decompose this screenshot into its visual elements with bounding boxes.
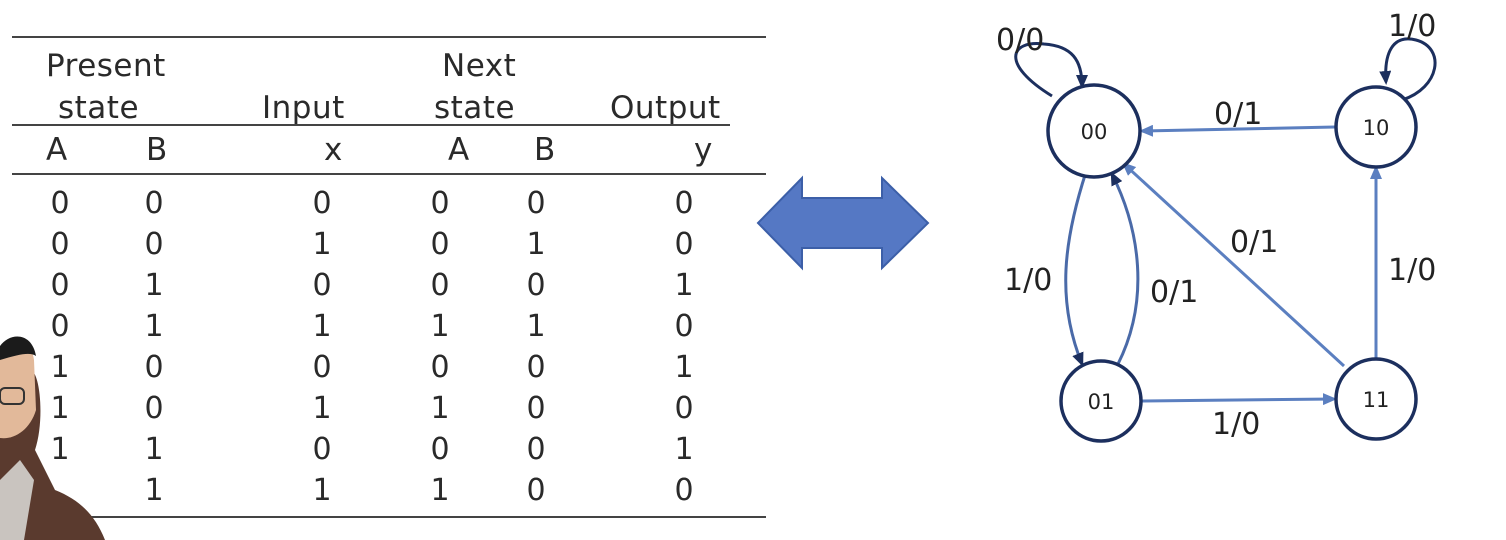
table-cell: 0: [674, 391, 694, 426]
table-cell: 0: [144, 350, 164, 385]
header-next: Next: [442, 48, 517, 84]
table-cell: 1: [312, 309, 332, 344]
table-cell: 0: [430, 432, 450, 467]
header-present-state: state: [58, 90, 140, 126]
table-cell: 1: [312, 227, 332, 262]
table-cell: 0: [50, 268, 70, 303]
edge-10-to-00: [1139, 124, 1336, 137]
table-cell: 1: [50, 391, 70, 426]
header-next-state: state: [434, 90, 516, 126]
state-label-00: 00: [1081, 120, 1108, 144]
table-cell: 0: [144, 186, 164, 221]
table-cell: 1: [430, 309, 450, 344]
table-cell: 0: [430, 350, 450, 385]
table-cell: 0: [526, 391, 546, 426]
table-cell: 0: [144, 227, 164, 262]
table-cell: 0: [312, 186, 332, 221]
edge-label-loop-10: 1/0: [1388, 9, 1436, 44]
table-cell: 1: [674, 432, 694, 467]
state-node-01: 01: [1059, 359, 1143, 443]
edge-label-11-10: 1/0: [1388, 253, 1436, 288]
presenter-image: [0, 336, 105, 540]
header-col-a1: A: [46, 132, 68, 168]
table-cell: 1: [526, 227, 546, 262]
table-cell: 1: [430, 473, 450, 508]
table-cell: 1: [674, 350, 694, 385]
table-cell: 1: [50, 350, 70, 385]
table-cell: 0: [50, 309, 70, 344]
table-cell: 1: [144, 432, 164, 467]
edge-loop-10: [1379, 37, 1437, 102]
table-cell: 0: [674, 227, 694, 262]
edge-label-01-00: 0/1: [1150, 275, 1198, 310]
table-cell: 1: [144, 268, 164, 303]
table-cell: 0: [312, 432, 332, 467]
edge-01-to-00: [1110, 171, 1140, 365]
header-input: Input: [262, 90, 345, 126]
edge-label-00-01: 1/0: [1004, 263, 1052, 298]
table-cell: 0: [674, 473, 694, 508]
header-col-b1: B: [146, 132, 168, 168]
edge-label-11-00: 0/1: [1230, 225, 1278, 260]
table-cell: 0: [526, 350, 546, 385]
table-cell: 0: [526, 432, 546, 467]
state-label-10: 10: [1363, 116, 1390, 140]
edge-label-10-00: 0/1: [1214, 97, 1262, 132]
header-output: Output: [610, 90, 721, 126]
edge-loop-00: [1014, 42, 1088, 98]
header-present: Present: [46, 48, 166, 84]
table-cell: 1: [674, 268, 694, 303]
edge-label-loop-00: 0/0: [996, 23, 1044, 58]
table-cell: 0: [526, 268, 546, 303]
table-top-rule: [12, 36, 766, 38]
table-cell: 0: [430, 186, 450, 221]
table-cell: 1: [144, 309, 164, 344]
table-cell: 0: [526, 186, 546, 221]
table-cell: 1: [50, 432, 70, 467]
table-cell: 1: [430, 391, 450, 426]
header-underline: [12, 124, 730, 126]
equivalence-double-arrow: [756, 175, 930, 271]
state-node-10: 10: [1334, 85, 1418, 169]
table-cell: 0: [430, 268, 450, 303]
table-cell: 0: [674, 309, 694, 344]
table-cell: 1: [144, 473, 164, 508]
header-col-y: y: [694, 132, 713, 168]
edge-11-to-00: [1121, 161, 1346, 368]
table-bottom-rule: [12, 516, 766, 518]
table-cell: 0: [674, 186, 694, 221]
table-cell: 0: [50, 227, 70, 262]
header-col-b2: B: [534, 132, 556, 168]
state-label-01: 01: [1088, 390, 1115, 414]
edge-00-to-01: [1064, 171, 1088, 367]
table-cell: 0: [312, 350, 332, 385]
table-cell: 0: [144, 391, 164, 426]
state-node-11: 11: [1334, 357, 1418, 441]
table-cell: 0: [50, 186, 70, 221]
table-cell: 1: [312, 473, 332, 508]
table-cell: 0: [312, 268, 332, 303]
state-node-00: 00: [1046, 83, 1142, 179]
edge-label-01-11: 1/0: [1212, 407, 1260, 442]
edge-01-to-11: [1141, 393, 1337, 406]
state-label-11: 11: [1363, 388, 1390, 412]
table-header-rule: [12, 173, 766, 175]
state-diagram: 00 10 01 11 0/0 1/0 0/1 1/0 0/1 0/1 1/0 …: [996, 9, 1437, 443]
table-cell: 0: [526, 473, 546, 508]
table-cell: 1: [526, 309, 546, 344]
table-cell: 0: [430, 227, 450, 262]
header-col-a2: A: [448, 132, 470, 168]
table-cell: 1: [312, 391, 332, 426]
header-col-x: x: [324, 132, 343, 168]
